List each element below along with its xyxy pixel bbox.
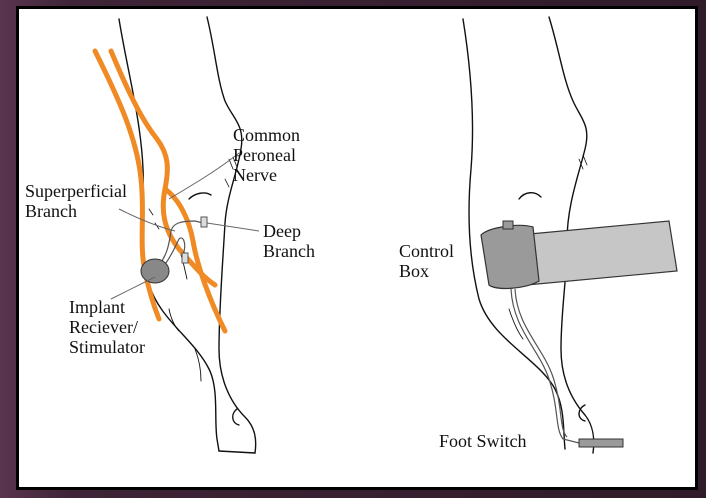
implant-receiver-icon (141, 259, 169, 283)
electrode-deep (201, 217, 207, 227)
leg-illustration (19, 9, 698, 490)
foot-switch-icon (579, 439, 623, 447)
illustration-panel: Common Peroneal Nerve Superperficial Bra… (16, 6, 698, 490)
left-leg-outline (119, 17, 256, 453)
control-box-clip (503, 221, 513, 229)
label-control-box: Control Box (399, 241, 454, 281)
label-implant-receiver-stimulator: Implant Reciever/ Stimulator (69, 297, 145, 357)
leg-cuff (519, 221, 677, 285)
electrode-superficial (182, 253, 188, 263)
label-deep-branch: Deep Branch (263, 221, 315, 261)
label-superficial-branch: Superperficial Branch (25, 181, 127, 221)
foot-switch-cable (511, 289, 579, 443)
control-box-icon (481, 225, 539, 288)
label-foot-switch: Foot Switch (439, 431, 527, 451)
label-common-peroneal-nerve: Common Peroneal Nerve (233, 125, 300, 185)
